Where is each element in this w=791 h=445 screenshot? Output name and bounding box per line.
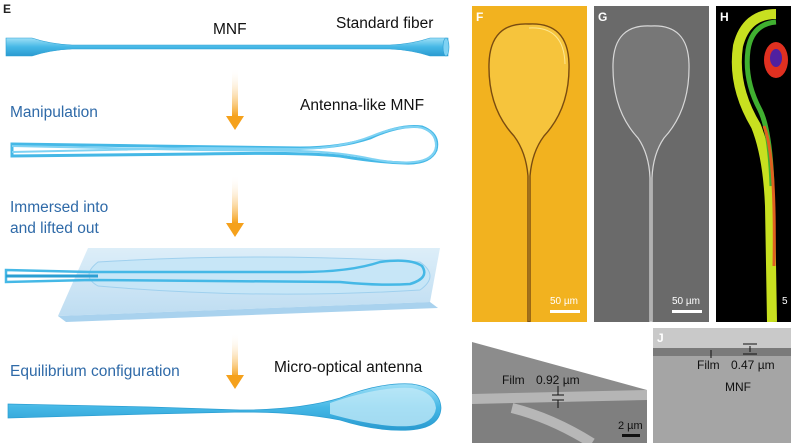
panel-j-letter: J — [657, 331, 664, 345]
panel-i: I Film 0.92 µm 2 µm — [472, 328, 647, 443]
label-immersed-line1: Immersed into — [10, 199, 109, 216]
panel-e-letter: E — [3, 2, 12, 16]
panel-i-scale-label: 2 µm — [618, 420, 643, 432]
panel-h-letter: H — [720, 10, 729, 24]
panel-j-image — [653, 328, 791, 443]
panel-g-scale-label: 50 µm — [672, 296, 700, 307]
fiber-straight — [5, 37, 450, 57]
panel-g-letter: G — [598, 10, 608, 24]
panel-h-image — [731, 9, 788, 322]
panel-j-core-label: MNF — [725, 380, 751, 394]
panel-g-image — [612, 25, 690, 322]
panel-e-drawing — [4, 37, 450, 431]
panel-i-scalebar — [622, 434, 640, 437]
panel-f-scalebar — [550, 310, 580, 313]
panel-f-letter: F — [476, 10, 484, 24]
label-micro-optical-antenna: Micro-optical antenna — [274, 359, 423, 376]
arrow-2 — [226, 175, 244, 237]
arrow-3 — [226, 333, 244, 389]
panel-f-scale-label: 50 µm — [550, 296, 578, 307]
panel-f: F 50 µm — [472, 6, 587, 322]
label-immersed-line2: and lifted out — [10, 220, 99, 237]
panel-g-scalebar — [672, 310, 702, 313]
panel-j-film-label: Film — [697, 358, 720, 372]
panel-i-letter: I — [476, 331, 480, 345]
panel-h-scale-label: 5 — [782, 296, 788, 307]
fiber-loop — [10, 125, 439, 165]
label-mnf: MNF — [213, 21, 247, 38]
panel-f-image — [488, 23, 570, 322]
liquid-slab — [4, 248, 440, 322]
arrow-1 — [226, 68, 244, 130]
panel-i-image — [472, 328, 647, 443]
panel-j: J Film 0.47 µm MNF — [653, 328, 791, 443]
panel-j-thickness: 0.47 µm — [731, 358, 775, 372]
label-antenna-like-mnf: Antenna-like MNF — [300, 97, 425, 114]
label-manipulation: Manipulation — [10, 104, 98, 121]
panel-i-film-label: Film — [502, 373, 525, 387]
panel-i-thickness: 0.92 µm — [536, 373, 580, 387]
panel-g: G 50 µm — [594, 6, 709, 322]
panel-h: H 5 — [716, 6, 791, 322]
label-equilibrium: Equilibrium configuration — [10, 363, 180, 380]
label-standard-fiber: Standard fiber — [336, 15, 434, 32]
fiber-antenna — [7, 383, 442, 431]
